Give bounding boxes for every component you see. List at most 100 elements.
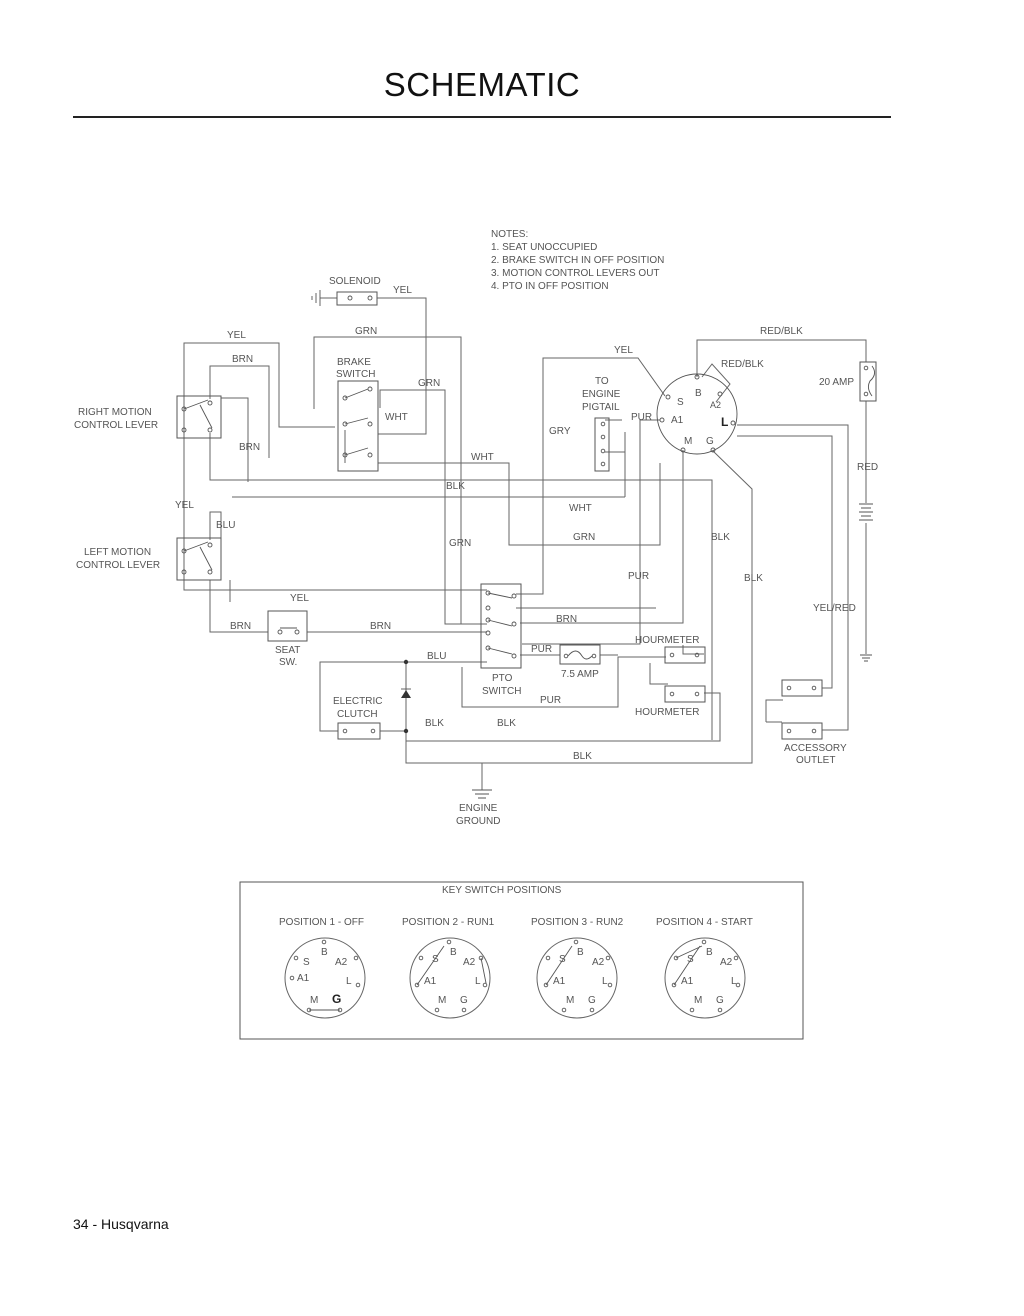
wire-label-blu: BLU [427, 651, 446, 662]
wire-label-pur-key: PUR [631, 412, 652, 423]
right-motion-label-1: RIGHT MOTION [78, 407, 152, 418]
engine-ground: ENGINE GROUND [456, 789, 500, 827]
position-2-label: POSITION 2 - RUN1 [402, 917, 495, 928]
p2-l: L [475, 976, 481, 987]
wire-label-brn: BRN [230, 621, 251, 632]
wire-label-brn: BRN [370, 621, 391, 632]
engine-ground-label-2: GROUND [456, 816, 500, 827]
note-2: 2. BRAKE SWITCH IN OFF POSITION [491, 255, 664, 266]
brake-switch-label-2: SWITCH [336, 369, 375, 380]
seat-switch-label-2: SW. [279, 657, 297, 668]
p1-g: G [332, 992, 341, 1006]
solenoid-label: SOLENOID [329, 276, 381, 287]
wire-label-blk: BLK [425, 718, 444, 729]
seat-switch-label-1: SEAT [275, 645, 300, 656]
note-1: 1. SEAT UNOCCUPIED [491, 242, 597, 253]
p3-s: S [559, 954, 566, 965]
fuse-7-5-amp: 7.5 AMP [559, 644, 601, 680]
p3-a2: A2 [592, 957, 605, 968]
p2-s: S [432, 954, 439, 965]
right-motion-lever: RIGHT MOTION CONTROL LEVER [74, 395, 222, 439]
right-motion-label-2: CONTROL LEVER [74, 420, 158, 431]
notes-block: NOTES: 1. SEAT UNOCCUPIED 2. BRAKE SWITC… [491, 229, 664, 292]
position-3-label: POSITION 3 - RUN2 [531, 917, 624, 928]
pto-switch: PTO SWITCH [480, 583, 522, 697]
accessory-label-1: ACCESSORY [784, 743, 847, 754]
pigtail-label-3: PIGTAIL [582, 402, 620, 413]
brake-switch-label-1: BRAKE [337, 357, 371, 368]
pigtail-label-2: ENGINE [582, 389, 621, 400]
key-switch: S B A2 A1 L M G [656, 373, 738, 455]
p4-a2: A2 [720, 957, 733, 968]
key-terminal-l: L [721, 415, 728, 429]
pto-switch-label-1: PTO [492, 673, 513, 684]
wire-label-yel-red: YEL/RED [813, 603, 856, 614]
wire-label-wht: WHT [385, 412, 408, 423]
seat-switch: SEAT SW. [267, 610, 308, 668]
wire-label-brn: BRN [232, 354, 253, 365]
brake-switch: BRAKE SWITCH WHT GRN [336, 357, 440, 472]
p4-a1: A1 [681, 976, 694, 987]
key-position-1: POSITION 1 - OFF S B A2 A1 L M G [279, 917, 366, 1019]
p3-a1: A1 [553, 976, 566, 987]
wire-label-blk: BLK [711, 532, 730, 543]
p2-g: G [460, 995, 468, 1006]
key-position-2: POSITION 2 - RUN1 S B A2 A1 L M G [402, 917, 495, 1019]
key-position-3: POSITION 3 - RUN2 S B A2 A1 L M G [531, 917, 624, 1019]
key-switch-positions-panel: KEY SWITCH POSITIONS POSITION 1 - OFF S … [239, 881, 804, 1040]
engine-pigtail: TO ENGINE PIGTAIL GRY PUR [549, 376, 652, 472]
note-4: 4. PTO IN OFF POSITION [491, 281, 609, 292]
hourmeter-upper-label: HOURMETER [635, 635, 699, 646]
p2-a2: A2 [463, 957, 476, 968]
fuse-20-amp: 20 AMP [819, 361, 877, 402]
hourmeter-lower-label: HOURMETER [635, 707, 699, 718]
p1-b: B [321, 947, 328, 958]
engine-ground-label-1: ENGINE [459, 803, 498, 814]
wire-label-gry: GRY [549, 426, 571, 437]
wires [183, 297, 867, 790]
left-motion-lever: LEFT MOTION CONTROL LEVER [76, 537, 222, 581]
battery [859, 503, 873, 662]
electric-clutch: ELECTRIC CLUTCH [333, 696, 382, 740]
p1-s: S [303, 957, 310, 968]
wire-label-yel: YEL [175, 500, 194, 511]
p1-l: L [346, 976, 352, 987]
wire-label-wht: WHT [471, 452, 494, 463]
wire-label-red: RED [857, 462, 878, 473]
p1-a2: A2 [335, 957, 348, 968]
key-terminal-m: M [684, 436, 692, 447]
wire-label-grn: GRN [355, 326, 377, 337]
p4-g: G [716, 995, 724, 1006]
wire-label-blk: BLK [497, 718, 516, 729]
wire-label-blk: BLK [573, 751, 592, 762]
diode [401, 659, 411, 734]
p3-m: M [566, 995, 574, 1006]
note-3: 3. MOTION CONTROL LEVERS OUT [491, 268, 660, 279]
key-terminal-a2: A2 [710, 400, 721, 410]
wire-label-pur: PUR [531, 644, 552, 655]
p4-b: B [706, 947, 713, 958]
clutch-label-1: ELECTRIC [333, 696, 382, 707]
title-rule [73, 116, 891, 118]
pigtail-label-1: TO [595, 376, 609, 387]
p4-l: L [731, 976, 737, 987]
fuse-20-label: 20 AMP [819, 377, 854, 388]
accessory-outlet: ACCESSORY OUTLET [781, 679, 847, 766]
fuse-7-5-label: 7.5 AMP [561, 669, 599, 680]
p3-b: B [577, 947, 584, 958]
left-motion-label-1: LEFT MOTION [84, 547, 151, 558]
position-1-label: POSITION 1 - OFF [279, 917, 364, 928]
wire-label-pur: PUR [628, 571, 649, 582]
p3-g: G [588, 995, 596, 1006]
p2-m: M [438, 995, 446, 1006]
wire-label-grn: GRN [449, 538, 471, 549]
wire-label-wht: WHT [569, 503, 592, 514]
key-terminal-s: S [677, 397, 684, 408]
hourmeter-lower: HOURMETER [635, 685, 706, 718]
p3-l: L [602, 976, 608, 987]
accessory-label-2: OUTLET [796, 755, 835, 766]
notes-heading: NOTES: [491, 229, 528, 240]
wire-label-blk: BLK [744, 573, 763, 584]
key-terminal-g: G [706, 436, 714, 447]
wire-label-blk: BLK [446, 481, 465, 492]
